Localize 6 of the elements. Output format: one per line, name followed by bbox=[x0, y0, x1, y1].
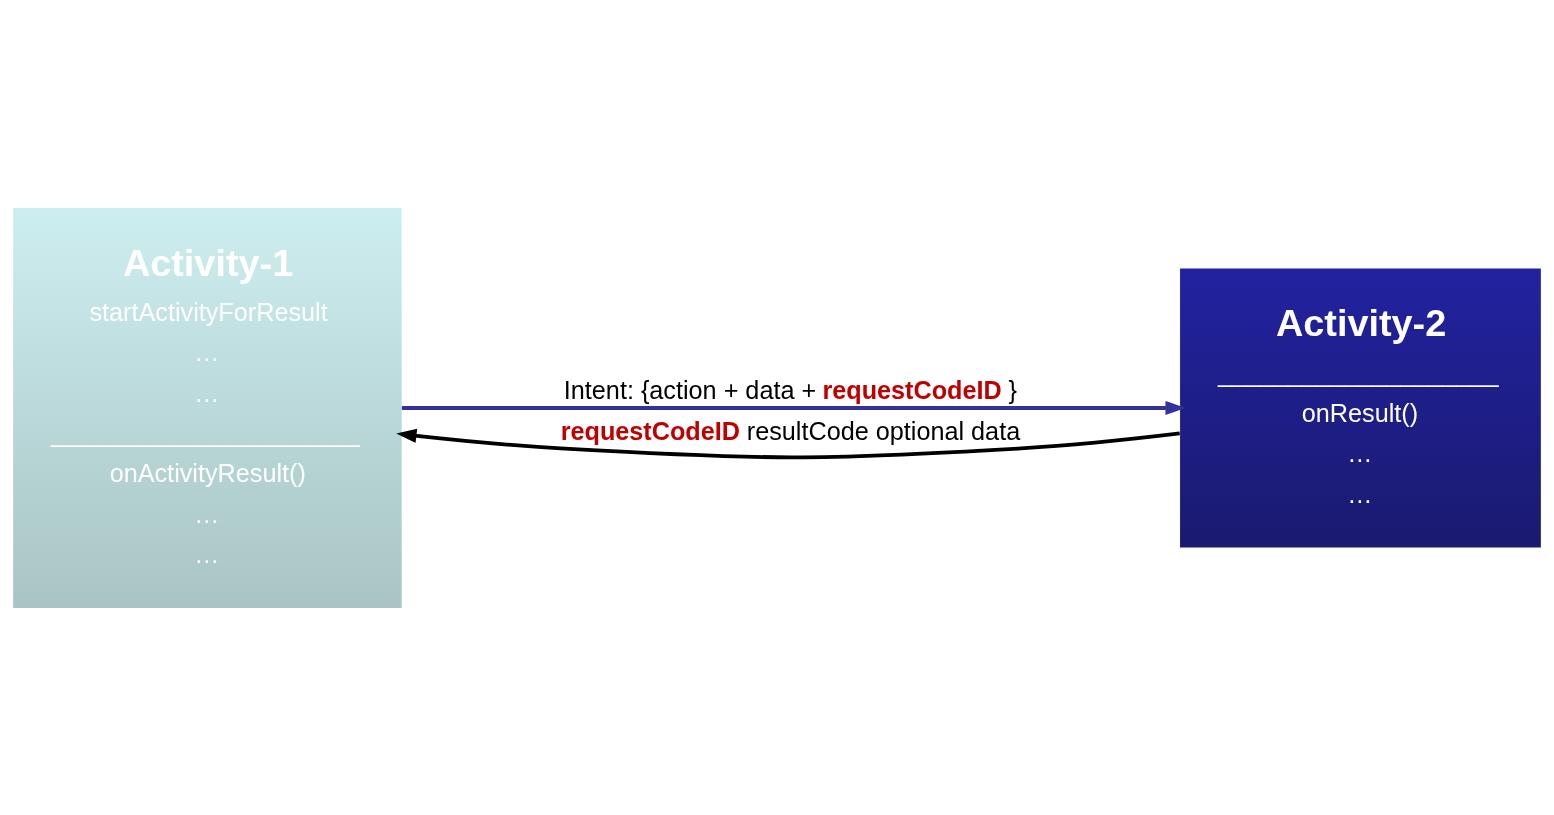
edge-label: requestCodeID resultCode optional data bbox=[560, 416, 1021, 445]
node-box: Activity-1 startActivityForResult … … ______________________ onActivityResult() … … bbox=[13, 207, 402, 608]
node-box: Activity-2 ____________________ onResult() … … bbox=[1180, 268, 1541, 547]
arrow bbox=[396, 428, 1180, 459]
arrow bbox=[401, 400, 1186, 415]
edge-label: Intent: {action + data + requestCodeID } bbox=[563, 375, 1017, 404]
